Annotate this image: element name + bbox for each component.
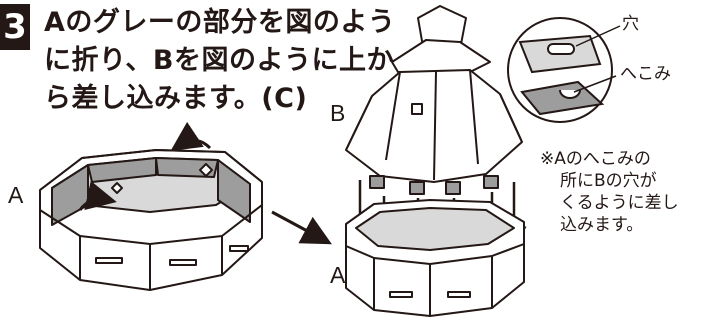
callout-hole: 穴 [622, 14, 639, 34]
label-a-right: A [330, 262, 346, 288]
callout-dent: へこみ [620, 64, 671, 84]
box-a-assembled-drawing [345, 199, 525, 317]
note-line-1: ※Aのへこみの [540, 149, 651, 169]
fold-arrow-icon [78, 180, 117, 211]
instruction-text: Aのグレーの部分を図のよう に折り、Bを図のように上か ら差し込みます。(C) [44, 4, 414, 118]
detail-zoom-circle [507, 17, 613, 123]
instruction-line-1: Aのグレーの部分を図のよう [44, 7, 396, 38]
note-line-3: くるように差し [560, 193, 679, 213]
dent-leader-line [573, 75, 617, 93]
label-b: B [330, 100, 346, 126]
note-text: ※Aのへこみの 所にBの穴が くるように差し 込みます。 [540, 148, 700, 236]
instruction-line-2: に折り、Bを図のように上か [44, 45, 394, 76]
note-line-4: 込みます。 [560, 215, 644, 235]
note-line-2: 所にBの穴が [560, 171, 657, 191]
roof-b-drawing [345, 5, 523, 195]
next-step-arrow-icon [271, 210, 332, 245]
step-number-badge: 3 [0, 4, 30, 50]
label-a-left: A [8, 182, 24, 208]
instruction-line-3: ら差し込みます。(C) [44, 83, 308, 114]
hole-leader-line [575, 25, 621, 47]
box-a-folding-drawing [39, 149, 263, 291]
fold-arrow-icon [170, 121, 212, 151]
